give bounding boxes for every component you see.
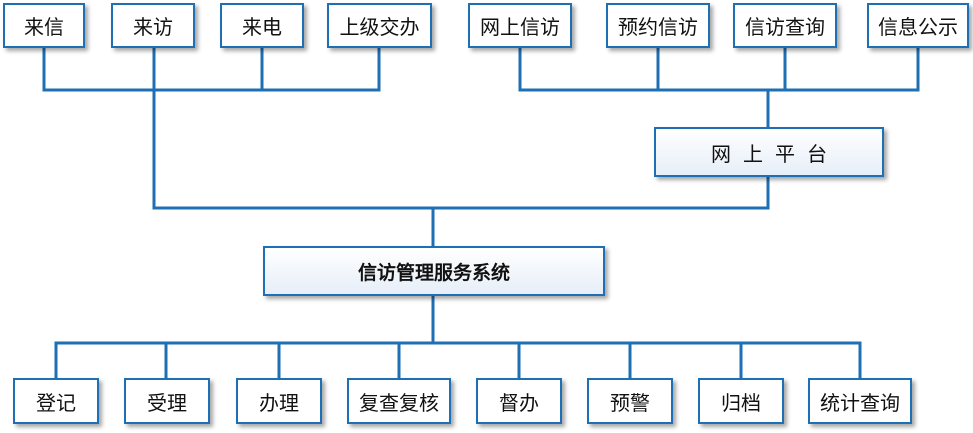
channel-info-disclosure: 信息公示 [867,3,969,48]
function-handle: 办理 [236,378,322,424]
function-accept-label: 受理 [147,390,187,415]
channel-appointment-petition-label: 预约信访 [618,15,698,39]
function-review-label: 复查复核 [359,390,439,415]
petition-management-system-node: 信访管理服务系统 [263,246,605,296]
channel-superior-assigned: 上级交办 [327,3,432,48]
function-statistics-query: 统计查询 [808,378,912,424]
function-supervise-label: 督办 [499,390,539,415]
petition-management-system-label: 信访管理服务系统 [357,261,510,284]
channel-phone-label: 来电 [242,15,282,39]
function-register: 登记 [13,378,99,424]
function-alert: 预警 [587,378,673,424]
channel-visit: 来访 [111,3,195,48]
channel-visit-label: 来访 [133,15,173,39]
function-accept: 受理 [124,378,210,424]
function-handle-label: 办理 [259,390,299,415]
function-supervise: 督办 [476,378,562,424]
channel-letter-label: 来信 [24,15,64,39]
channel-info-disclosure-label: 信息公示 [878,15,958,39]
function-archive-label: 归档 [721,390,761,415]
channel-appointment-petition: 预约信访 [606,3,710,48]
online-platform-label: 网上平台 [711,141,839,166]
channel-online-petition: 网上信访 [468,3,572,48]
function-statistics-query-label: 统计查询 [820,390,900,415]
channel-petition-query: 信访查询 [733,3,837,48]
function-review: 复查复核 [347,378,451,424]
channel-phone: 来电 [220,3,304,48]
online-platform-node: 网上平台 [654,127,884,177]
channel-superior-assigned-label: 上级交办 [339,15,420,39]
function-archive: 归档 [698,378,784,424]
channel-petition-query-label: 信访查询 [745,15,825,39]
function-register-label: 登记 [36,390,76,415]
function-alert-label: 预警 [610,390,650,415]
channel-letter: 来信 [3,3,85,48]
channel-online-petition-label: 网上信访 [480,15,560,39]
